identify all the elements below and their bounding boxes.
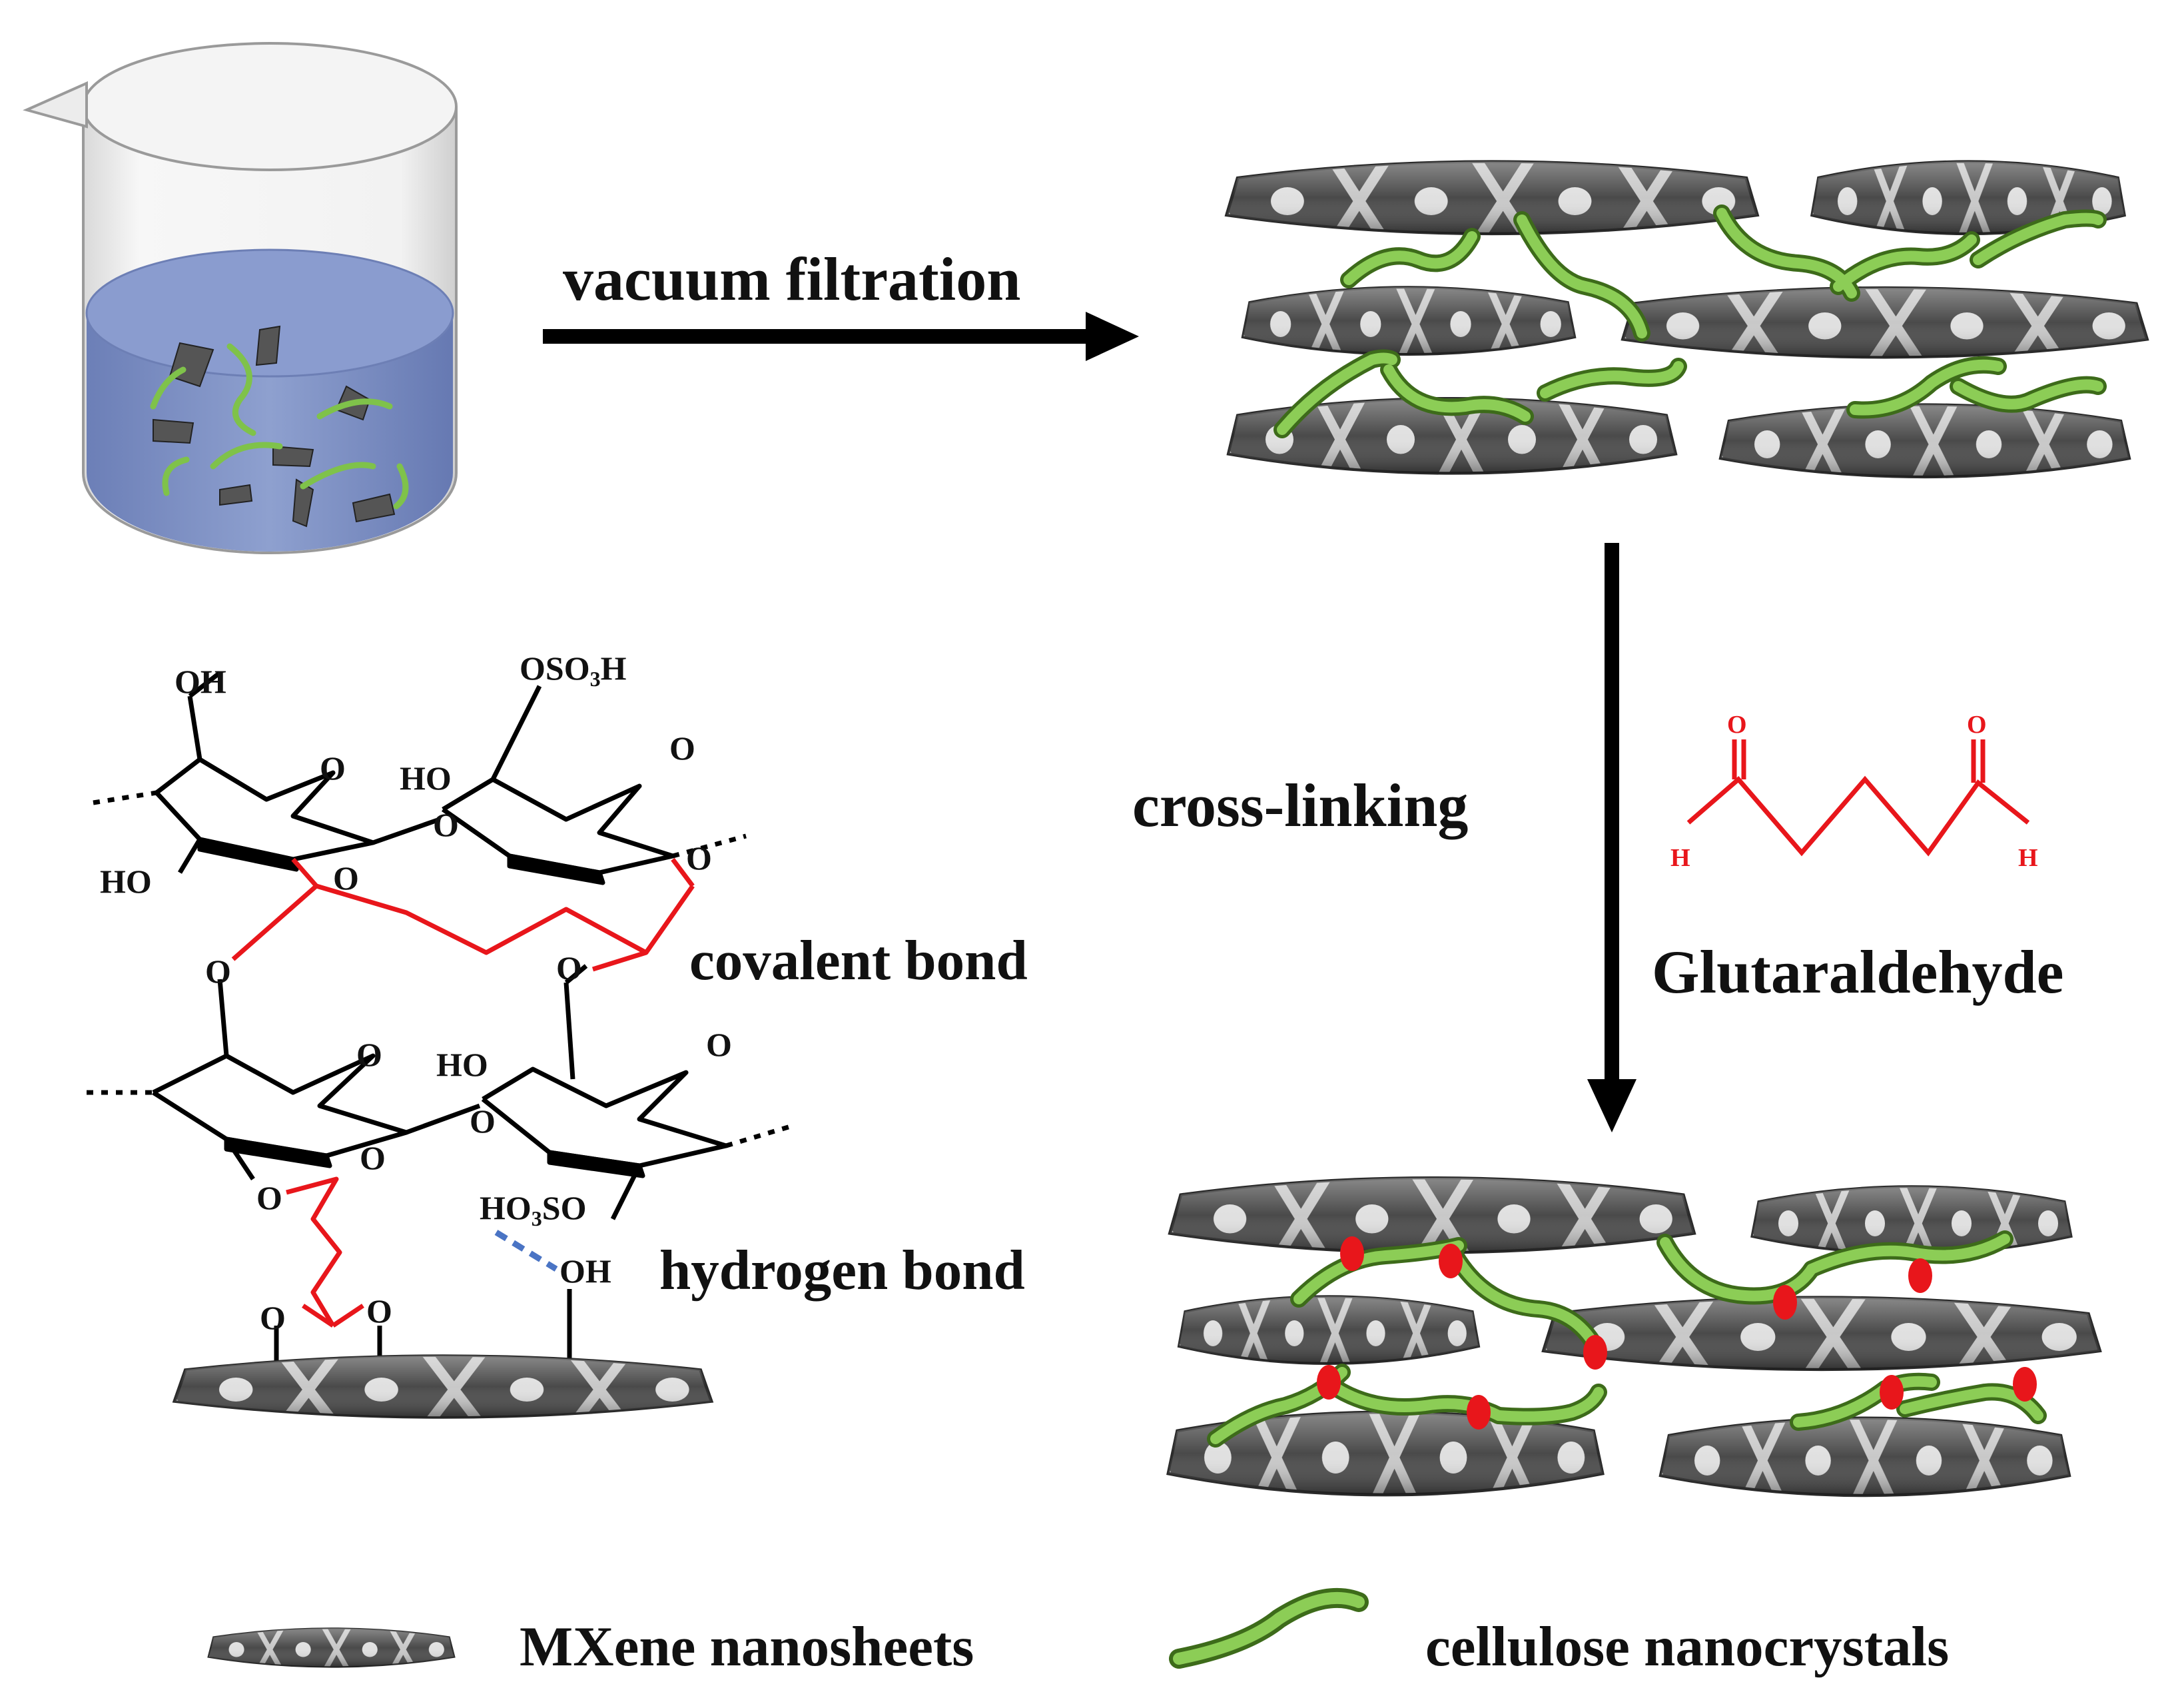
cellulose-structure [87,671,794,1372]
mxene-sheet [1623,288,2147,358]
label-o-sheet2: O [366,1292,392,1330]
beaker-cnc-fibers [150,343,409,510]
sub-3: 3 [590,667,601,691]
label-o-ring2: O [669,729,695,767]
hydrogen-bond-label: hydrogen bond [659,1239,1025,1302]
mxene-sheet [1720,405,2129,478]
crosslink-dot [1317,1365,1341,1400]
label-ho-top: HO [400,759,452,797]
label-o-link3: O [205,953,231,990]
glut-o-right: O [1967,711,1987,739]
label-ho-mid: HO [436,1046,488,1083]
glut-o-left: O [1727,711,1747,739]
crosslink-dot [1340,1236,1364,1271]
crosslink-dot [2013,1367,2037,1402]
crosslink-dot [1908,1258,1932,1293]
label-o-ring3: O [356,1036,382,1073]
mxene-sheet-base [175,1356,711,1418]
label-o-glyco2: O [470,1102,496,1140]
label-o-link1: O [333,859,359,897]
h-letter: H [601,649,627,687]
label-o-glyco1: O [433,806,459,843]
cnc-fibers-top [1274,205,2107,438]
crosslinking-label: cross-linking [1132,771,1468,839]
hydrogen-bond-line [494,1230,558,1272]
label-o-link4: O [556,949,582,987]
label-o-link6: O [360,1139,386,1176]
glut-h-right: H [2018,844,2038,872]
filtration-arrow [543,312,1139,361]
mxene-sheet [1178,1296,1479,1364]
mxene-sheet [1242,287,1575,354]
chem-labels: OH OSO3H O HO O O HO O O O O O HO O O O … [100,649,732,1336]
mxene-sheet [1170,1178,1694,1252]
glutaraldehyde-structure: O O H H [1670,711,2038,872]
legend-mxene-swatch [206,1627,456,1669]
label-oso3h-prefix: OSO3H [520,649,627,691]
crosslink-dot [1583,1335,1607,1370]
crosslink-dot [1880,1375,1904,1410]
oso3h-pre: OSO [520,649,590,687]
label-ho3so: HO3SO [480,1189,587,1230]
label-o-link2: O [686,839,712,877]
crosslink-dot [1773,1285,1797,1320]
beaker-mxene-flakes [153,325,396,528]
legend: MXene nanosheets cellulose nanocrystals [206,1587,1949,1678]
covalent-bond-label: covalent bond [689,929,1028,992]
label-o-sheet1: O [260,1299,286,1336]
glut-h-left: H [1670,844,1690,872]
legend-cnc-label: cellulose nanocrystals [1425,1615,1949,1678]
reagent-label: Glutaraldehyde [1652,938,2063,1006]
mxene-sheet [1227,162,1758,234]
film-after-crosslink [1168,1178,2100,1495]
beaker [23,42,458,554]
label-o-ring4: O [706,1026,732,1063]
label-oh-sheet: OH [559,1252,611,1290]
filtration-label: vacuum filtration [563,245,1020,313]
label-o-link5: O [256,1179,282,1216]
mxene-sheet [1543,1298,2099,1370]
legend-cnc-swatch [1169,1587,1369,1669]
ho3so-post: SO [542,1189,587,1226]
label-ho-left: HO [100,863,152,900]
crosslink-dot [1467,1395,1491,1430]
legend-mxene-label: MXene nanosheets [520,1615,974,1678]
crosslink-dot [1439,1244,1463,1278]
label-oh: OH [175,663,226,700]
film-before-crosslink [1227,162,2147,478]
mxene-sheet [1660,1418,2069,1495]
ho3so-pre: HO [480,1189,532,1226]
crosslink-arrow [1587,543,1637,1132]
sub-3b: 3 [532,1206,542,1230]
label-o-ring1: O [320,749,346,787]
crosslink-dots [1317,1236,2037,1430]
